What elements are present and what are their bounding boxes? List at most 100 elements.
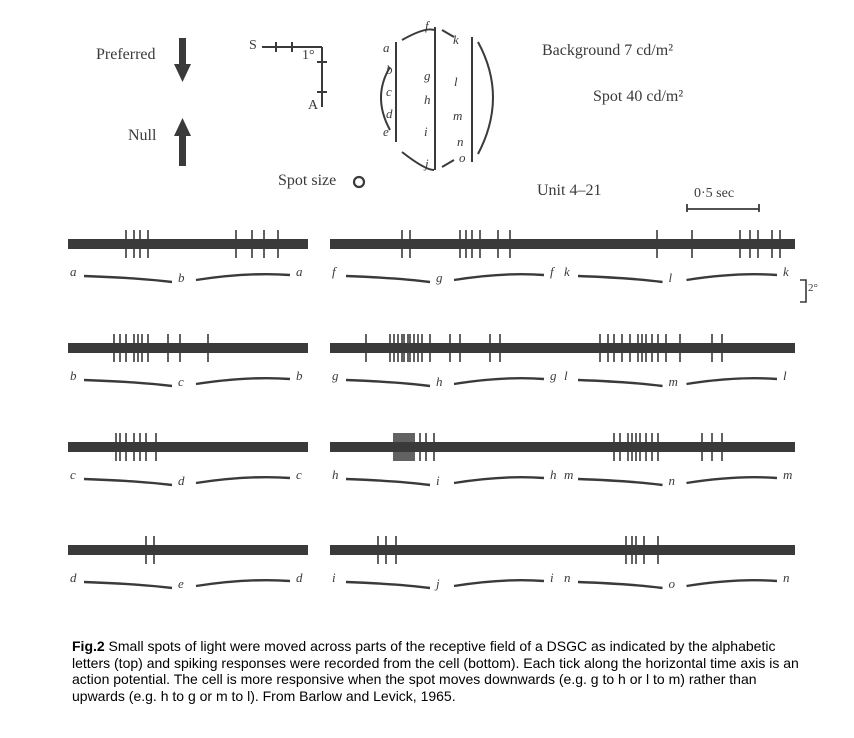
spike-train-baseline [562,545,795,555]
scale-degree-label: 1° [302,48,315,63]
spot-position-trace [345,477,431,487]
preferred-label: Preferred [96,46,156,63]
trace-label-i: i [550,570,554,585]
trace-label-l: l [564,368,568,383]
spot-position-trace [195,272,291,282]
spike-train-baseline [330,442,562,452]
scale-start-label: S [249,38,257,53]
spot-position-trace [195,578,291,588]
caption-text: Small spots of light were moved across p… [72,638,799,704]
position-letter-f: f [425,18,429,33]
spot-position-trace [195,376,291,386]
scale-end-label: A [308,98,319,113]
spot-position-trace [577,580,663,590]
trace-label-g: g [332,368,339,383]
background-label: Background 7 cd/m² [542,42,673,59]
amplitude-scale-bracket [800,279,807,303]
spot-size-icon [352,175,366,189]
trace-label-d: d [296,570,303,585]
trace-label-i: i [332,570,336,585]
trace-label-c: c [296,467,302,482]
spot-position-trace [577,477,663,487]
spot-position-trace [453,578,545,588]
trace-label-l: l [668,270,673,285]
figure-caption: Fig.2 Small spots of light were moved ac… [72,638,812,704]
position-letter-j: j [425,156,429,171]
trace-label-a: a [70,264,77,279]
spike-train-baseline [562,442,795,452]
position-letter-i: i [424,124,428,139]
spike-train-baseline [68,442,308,452]
null-label: Null [128,127,157,144]
position-letter-l: l [454,74,458,89]
spike-train-baseline [68,545,308,555]
spike-train-baseline [68,343,308,353]
spot-position-trace [83,274,173,284]
spike-train-baseline [330,343,562,353]
unit-label: Unit 4–21 [537,182,602,199]
position-letter-a: a [383,40,390,55]
position-letter-h: h [424,92,431,107]
trace-label-j: j [436,576,440,591]
spike-train-baseline [562,343,795,353]
spike-train-baseline [330,239,562,249]
spike-train-baseline [562,239,795,249]
position-letter-o: o [459,150,466,165]
position-letter-b: b [386,62,393,77]
spot-position-trace [345,580,431,590]
trace-label-b: b [296,368,303,383]
trace-label-m: m [668,374,678,389]
trace-layer [68,230,795,590]
preferred-arrow-icon [174,38,191,82]
caption-label: Fig.2 [72,638,105,654]
spot-position-trace [577,378,663,388]
spot-position-trace [453,272,545,282]
trace-label-c: c [178,374,184,389]
position-letter-d: d [386,106,393,121]
trace-label-n: n [564,570,571,585]
trace-label-k: k [783,264,789,279]
trace-label-d: d [178,473,185,488]
position-letter-n: n [457,134,464,149]
trace-label-i: i [436,473,440,488]
amplitude-scale-label: 2° [808,282,818,294]
spot-position-trace [453,376,545,386]
trace-label-b: b [178,270,185,285]
trace-label-k: k [564,264,570,279]
spot-position-trace [686,578,778,588]
figure-graphics [68,27,807,590]
trace-label-n: n [668,473,676,488]
trace-label-b: b [70,368,77,383]
spot-position-trace [345,274,431,284]
figure: Preferred Null S 1° A Spot size Backgrou… [50,12,830,610]
trace-label-d: d [70,570,77,585]
trace-label-m: m [783,467,793,482]
spike-train-baseline [330,545,562,555]
trace-label-a: a [296,264,303,279]
spot-position-trace [345,378,431,388]
trace-label-g: g [436,270,443,285]
spot-position-trace [83,477,173,487]
trace-label-n: n [783,570,790,585]
time-scale-label: 0·5 sec [694,186,735,201]
trace-label-e: e [178,576,184,591]
null-arrow-icon [174,118,191,166]
position-letter-c: c [386,84,392,99]
trace-label-h: h [436,374,443,389]
spot-position-trace [686,376,778,386]
spike-train-baseline [68,239,308,249]
trace-label-h: h [332,467,339,482]
trace-label-h: h [550,467,557,482]
spot-position-trace [686,272,778,282]
trace-label-o: o [668,576,676,591]
trace-label-m: m [564,467,574,482]
receptive-field-diagram [380,27,494,171]
trace-label-c: c [70,467,76,482]
trace-label-g: g [550,368,557,383]
spot-position-trace [83,580,173,590]
spot-position-trace [453,475,545,485]
time-scale-bar [686,204,760,212]
position-letter-g: g [424,68,431,83]
position-letter-m: m [453,108,463,123]
spot-position-trace [686,475,778,485]
